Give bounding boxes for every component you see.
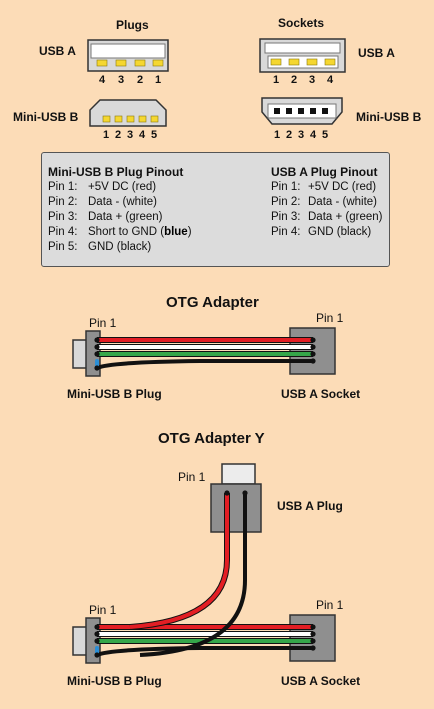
mini-plug-label: Mini-USB B	[13, 110, 79, 124]
usb-a-plug-pin-label: 3	[118, 74, 125, 86]
mini-pin-number: Pin 5:	[48, 241, 78, 253]
mini-usb-socket-icon	[261, 97, 343, 125]
usba-pin-desc: Data + (green)	[308, 211, 383, 223]
otg-right-label: USB A Socket	[281, 387, 361, 401]
otgy-left-label: Mini-USB B Plug	[67, 674, 162, 688]
usb-a-plug-label: USB A	[39, 44, 76, 58]
otgy-pin1-top: Pin 1	[178, 470, 206, 484]
otgy-right-label: USB A Socket	[281, 674, 361, 688]
usb-a-socket-icon	[259, 38, 346, 73]
usb-a-socket-pin-label: 3	[309, 74, 316, 86]
usb-a-plug-icon	[87, 39, 169, 72]
usb-a-socket-pin-label: 1	[273, 74, 280, 86]
mini-usb-plug-icon	[89, 99, 167, 127]
usba-pin-desc: Data - (white)	[308, 196, 378, 208]
otg-wire-black	[96, 359, 313, 370]
otgy-branch-black	[139, 493, 247, 657]
mini-pin-number: Pin 3:	[48, 211, 78, 223]
otg-pin1-left: Pin 1	[89, 316, 117, 330]
usba-pin-desc: GND (black)	[308, 226, 372, 238]
usba-pin-number: Pin 2:	[271, 196, 301, 208]
usba-pin-desc: +5V DC (red)	[308, 181, 377, 193]
otgy-top-label: USB A Plug	[277, 499, 343, 513]
usba-pin-number: Pin 1:	[271, 181, 301, 193]
mini-pinout-title: Mini-USB B Plug Pinout	[48, 165, 184, 179]
usb-a-socket-pin-label: 4	[327, 74, 334, 86]
usb-a-plug-pin-label: 1	[155, 74, 162, 86]
usb-a-socket-pin-label: 2	[291, 74, 298, 86]
mini-pin-desc-text: Short to GND (	[88, 226, 165, 238]
mini-pin-desc-bold: blue	[164, 226, 188, 238]
usba-pinout-title: USB A Plug Pinout	[271, 165, 378, 179]
mini-socket-pin-label: 4	[310, 129, 317, 141]
otg-pin1-right: Pin 1	[316, 311, 344, 325]
mini-socket-label: Mini-USB B	[356, 110, 422, 124]
mini-pin-desc: GND (black)	[88, 241, 152, 253]
mini-pin-desc: Data - (white)	[88, 196, 158, 208]
mini-pin-number: Pin 2:	[48, 196, 78, 208]
mini-socket-pin-label: 1	[274, 129, 281, 141]
otg-title: OTG Adapter	[166, 294, 259, 311]
plugs-header: Plugs	[116, 18, 149, 32]
usba-pin-number: Pin 4:	[271, 226, 301, 238]
otgy-pin1-left: Pin 1	[89, 603, 117, 617]
otgy-pin1-right: Pin 1	[316, 598, 344, 612]
otgy-branch-red	[129, 493, 230, 630]
otg-left-label: Mini-USB B Plug	[67, 387, 162, 401]
usb-a-socket-label: USB A	[358, 46, 395, 60]
usb-a-plug-pin-label: 2	[137, 74, 144, 86]
pinout-box: Mini-USB B Plug Pinout Pin 1: +5V DC (re…	[41, 152, 390, 267]
mini-plug-pin-label: 5	[151, 129, 158, 141]
mini-plug-pin-label: 1	[103, 129, 110, 141]
mini-pin-desc: Short to GND (blue)	[88, 226, 192, 238]
mini-socket-pin-label: 5	[322, 129, 329, 141]
mini-plug-pin-label: 3	[127, 129, 134, 141]
mini-pin-desc: Data + (green)	[88, 211, 163, 223]
otgy-title: OTG Adapter Y	[158, 430, 265, 447]
mini-plug-pin-label: 2	[115, 129, 122, 141]
mini-pin-number: Pin 1:	[48, 181, 78, 193]
mini-pin-number: Pin 4:	[48, 226, 78, 238]
mini-pin-desc: +5V DC (red)	[88, 181, 157, 193]
usba-pin-number: Pin 3:	[271, 211, 301, 223]
mini-pin-desc-tail: )	[187, 226, 192, 238]
mini-socket-pin-label: 3	[298, 129, 305, 141]
otgy-wire-black	[96, 646, 313, 657]
mini-plug-pin-label: 4	[139, 129, 146, 141]
sockets-header: Sockets	[278, 16, 325, 30]
mini-socket-pin-label: 2	[286, 129, 293, 141]
usb-a-plug-pin-label: 4	[99, 74, 106, 86]
